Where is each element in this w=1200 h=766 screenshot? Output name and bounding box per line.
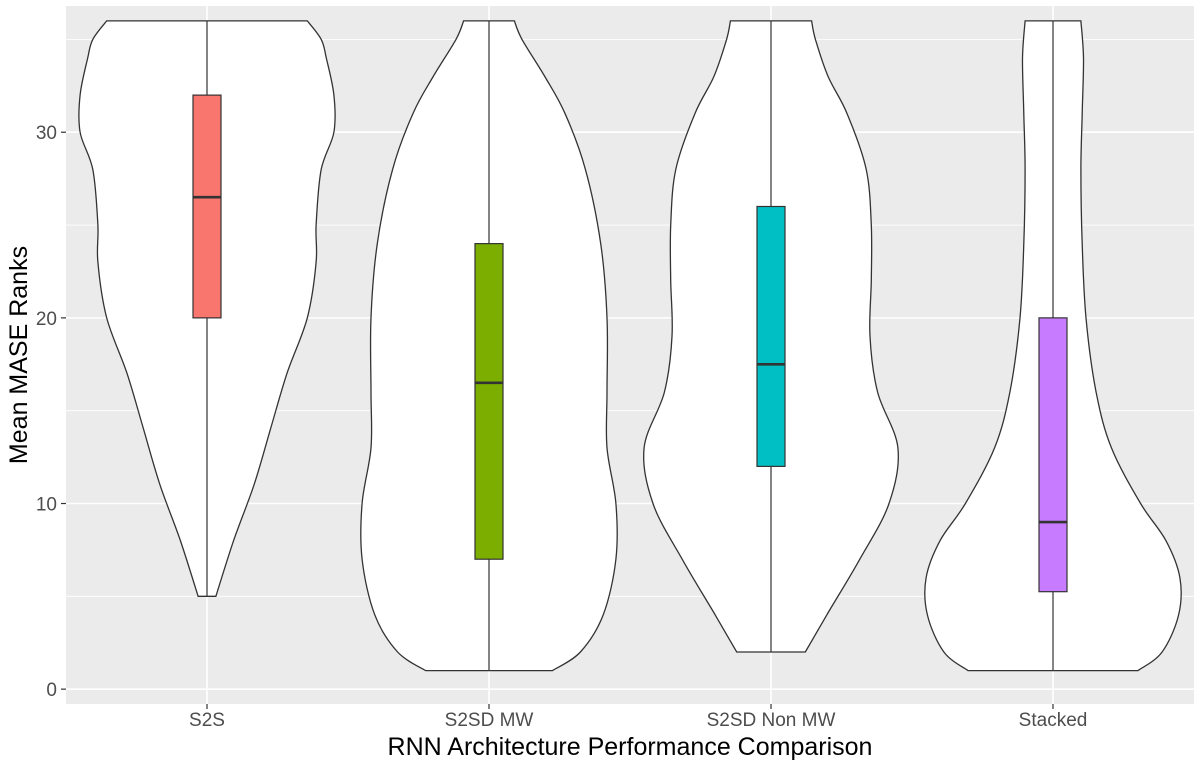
y-tick-label: 0: [46, 680, 57, 701]
y-tick-label: 20: [36, 309, 57, 330]
x-axis-ticks: S2S S2SD MW S2SD Non MW Stacked: [189, 704, 1087, 731]
box-layer: [192, 20, 1068, 671]
x-tick-label: S2SD MW: [445, 710, 534, 731]
y-tick-label: 30: [36, 123, 57, 144]
x-axis-title: RNN Architecture Performance Comparison: [388, 733, 873, 761]
box-0: [192, 94, 222, 319]
box-3: [1038, 317, 1068, 593]
x-tick-label: S2SD Non MW: [707, 710, 836, 731]
box-2: [756, 205, 786, 467]
box-1: [474, 243, 504, 560]
y-axis-title: Mean MASE Ranks: [5, 246, 33, 464]
x-tick-label: S2S: [189, 710, 225, 731]
y-tick-label: 10: [36, 495, 57, 516]
y-axis-ticks: 0 10 20 30: [36, 123, 66, 701]
x-tick-label: Stacked: [1019, 710, 1088, 731]
